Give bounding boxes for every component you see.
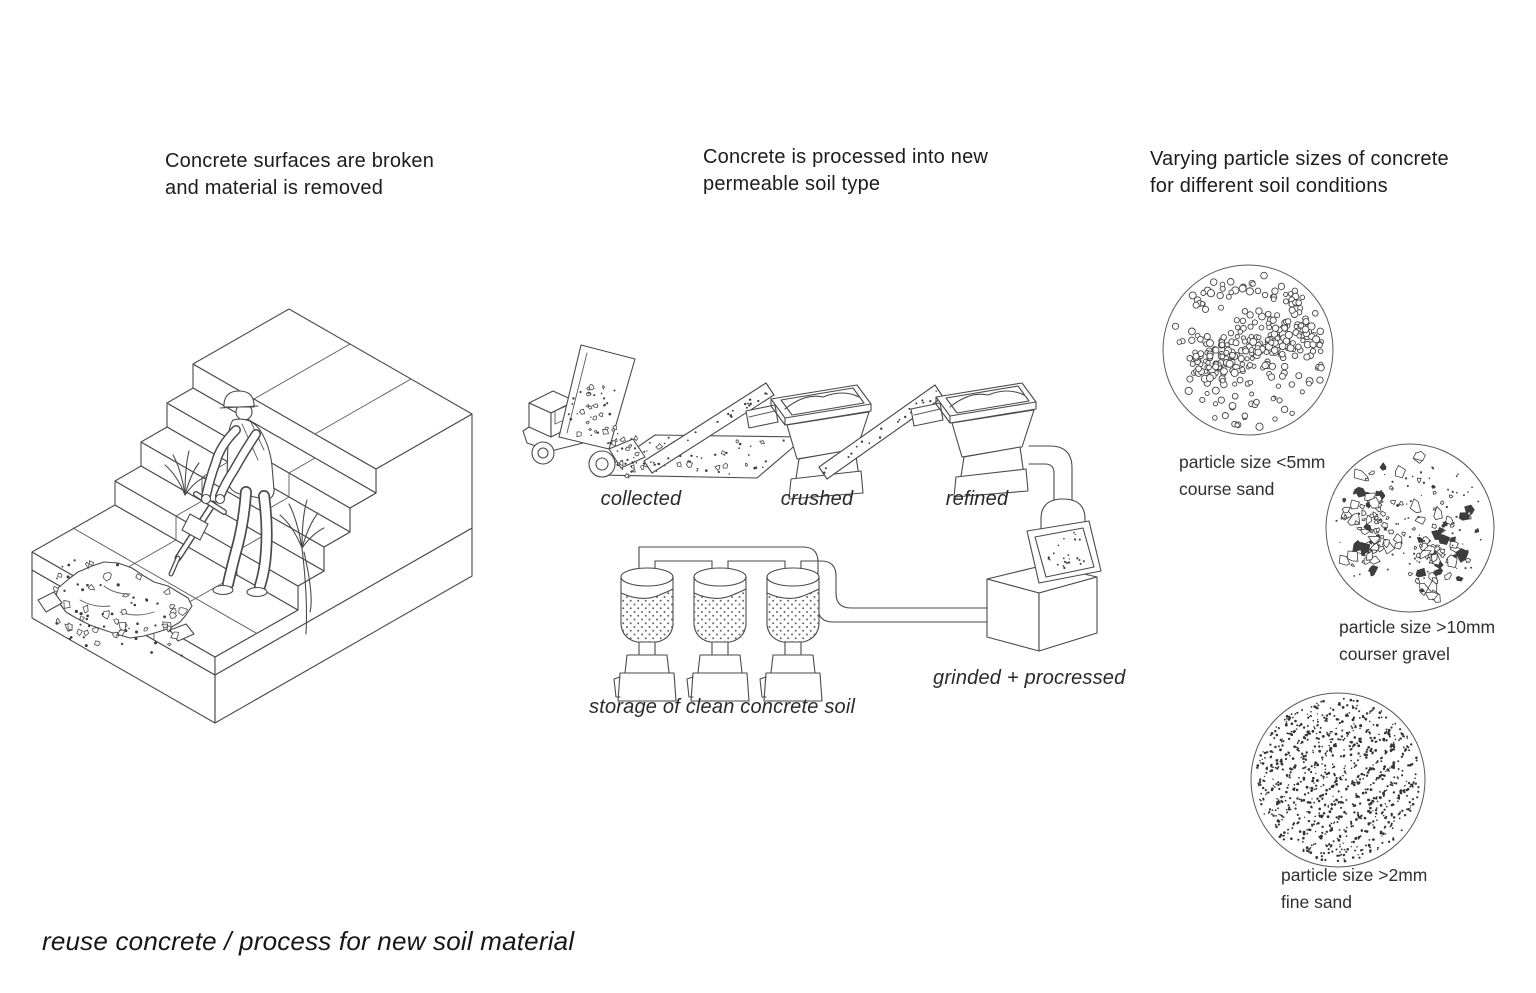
label-collected: collected xyxy=(600,488,682,510)
pipes xyxy=(638,445,1073,623)
particle-label-1: particle size <5mm course sand xyxy=(1179,449,1325,503)
refiner-hopper xyxy=(910,382,1037,498)
heading-processing: Concrete is processed into new permeable… xyxy=(703,146,989,195)
staircase xyxy=(31,308,473,724)
label-refined: refined xyxy=(945,488,1009,510)
heading-demolition: Concrete surfaces are broken and materia… xyxy=(165,150,435,199)
particle-label-3: particle size >2mm fine sand xyxy=(1281,862,1427,916)
particle-size-text: particle size <5mm xyxy=(1179,452,1326,472)
conveyor-1-material xyxy=(650,392,768,466)
particle-label-2: particle size >10mm courser gravel xyxy=(1339,614,1495,668)
storage-silos xyxy=(613,567,823,702)
particle-size-illustration xyxy=(1162,264,1495,868)
processing-illustration xyxy=(522,344,1102,702)
particle-size-text: particle size >10mm xyxy=(1339,617,1496,637)
label-crushed: crushed xyxy=(780,488,854,510)
label-storage: storage of clean concrete soil xyxy=(589,696,856,718)
grinder-material xyxy=(1047,531,1085,570)
particle-size-text: particle size >2mm xyxy=(1281,865,1428,885)
coarse-sand-texture xyxy=(1171,271,1325,431)
worker-figure xyxy=(168,390,275,598)
conveyor-1 xyxy=(643,382,775,474)
fine-sand-texture xyxy=(1256,697,1420,863)
particle-type-text: fine sand xyxy=(1281,892,1353,912)
particle-type-text: course sand xyxy=(1179,479,1275,499)
diagram-caption: reuse concrete / process for new soil ma… xyxy=(42,926,575,956)
rubble-scatter xyxy=(52,559,189,657)
label-grinded: grinded + procressed xyxy=(933,667,1126,689)
grinder-machine xyxy=(986,498,1102,652)
coarse-gravel-texture xyxy=(1335,450,1482,603)
heading-particle-sizes: Varying particle sizes of concrete for d… xyxy=(1150,148,1449,197)
particle-type-text: courser gravel xyxy=(1339,644,1450,664)
particle-circle-coarse-gravel xyxy=(1325,443,1495,613)
bed-rubble xyxy=(567,384,619,438)
plants xyxy=(164,450,325,635)
dump-truck xyxy=(522,344,646,478)
demolition-illustration xyxy=(31,308,473,724)
